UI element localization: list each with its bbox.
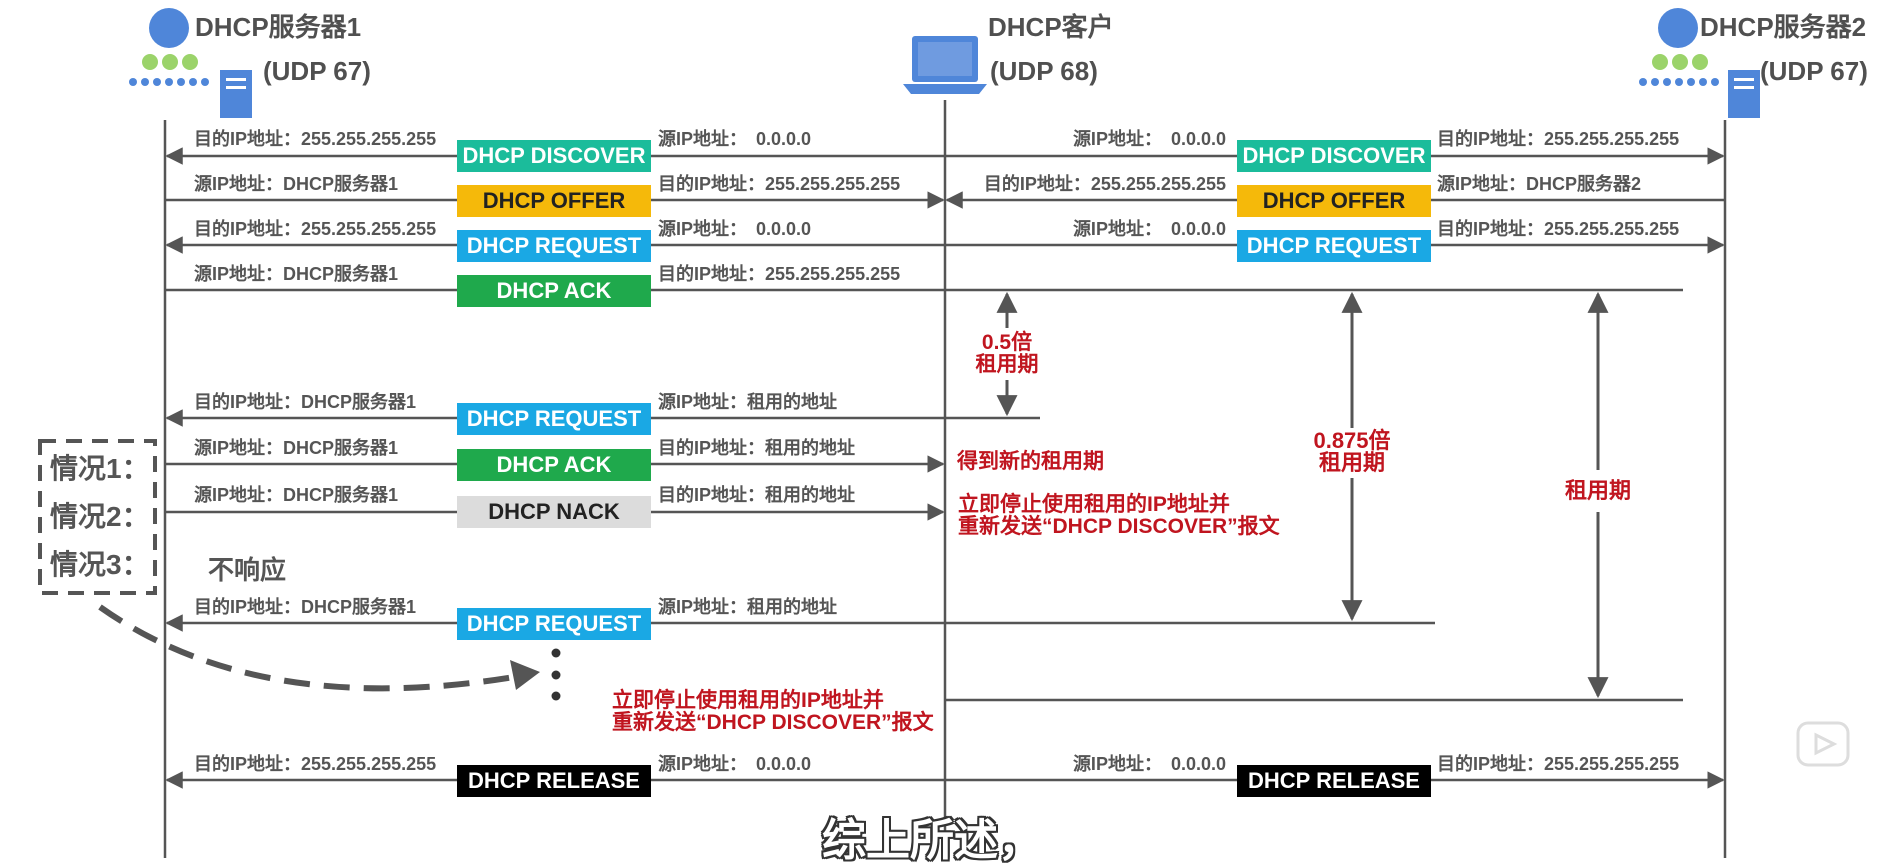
- half-lease-note-2: 租用期: [975, 353, 1039, 376]
- discover-box-right: DHCP DISCOVER: [1237, 140, 1431, 172]
- rebind-request-src: 源IP地址：租用的地址: [658, 597, 838, 617]
- release-box-right: DHCP RELEASE: [1237, 765, 1431, 797]
- dot-2: [551, 670, 561, 680]
- case1-ack-src: 源IP地址：DHCP服务器1: [194, 438, 399, 458]
- stop-note-lower-1: 立即停止使用租用的IP地址并: [612, 689, 884, 712]
- server1-name: DHCP服务器1: [195, 12, 362, 42]
- offer-right-src: 源IP地址：DHCP服务器2: [1437, 174, 1642, 194]
- case2-nack-box: DHCP NACK: [457, 496, 651, 528]
- server2-icon: [1639, 8, 1760, 118]
- case2-nack-src: 源IP地址：DHCP服务器1: [194, 485, 399, 505]
- ack-box: DHCP ACK: [457, 275, 651, 307]
- t875-note-2: 租用期: [1318, 450, 1385, 475]
- server2-port: (UDP 67): [1760, 56, 1868, 86]
- no-response-label: 不响应: [208, 555, 287, 585]
- case-2-label: 情况2：: [50, 501, 150, 532]
- video-logo-icon: [1796, 721, 1850, 767]
- case1-ack-dst: 目的IP地址：租用的地址: [658, 438, 856, 458]
- client-port: (UDP 68): [990, 56, 1098, 86]
- laptop-icon: [903, 36, 987, 94]
- request-left-dst: 目的IP地址：255.255.255.255: [194, 219, 437, 239]
- discover-left-dst: 目的IP地址：255.255.255.255: [194, 129, 437, 149]
- lease-note: 租用期: [1564, 478, 1631, 503]
- server2-name: DHCP服务器2: [1700, 12, 1867, 42]
- discover-right-dst: 目的IP地址：255.255.255.255: [1437, 129, 1680, 149]
- release-right-src: 源IP地址： 0.0.0.0: [1072, 754, 1226, 774]
- offer-right-dst: 目的IP地址：255.255.255.255: [983, 174, 1226, 194]
- discover-left-src: 源IP地址： 0.0.0.0: [658, 129, 812, 149]
- offer-box-left: DHCP OFFER: [457, 185, 651, 217]
- dot-1: [551, 648, 561, 658]
- release-left-dst: 目的IP地址：255.255.255.255: [194, 754, 437, 774]
- rebind-request-box: DHCP REQUEST: [457, 608, 651, 640]
- ack-src: 源IP地址：DHCP服务器1: [194, 264, 399, 284]
- video-subtitle: 综上所述，: [822, 816, 1042, 865]
- release-left-src: 源IP地址： 0.0.0.0: [658, 754, 812, 774]
- rebind-request-dst: 目的IP地址：DHCP服务器1: [194, 597, 417, 617]
- release-box-left: DHCP RELEASE: [457, 765, 651, 797]
- case-3-label: 情况3：: [50, 549, 150, 580]
- new-lease-note: 得到新的租用期: [957, 450, 1104, 473]
- discover-right-src: 源IP地址： 0.0.0.0: [1072, 129, 1226, 149]
- client-name: DHCP客户: [988, 12, 1114, 42]
- stop-note-1: 立即停止使用租用的IP地址并: [958, 493, 1230, 516]
- t875-note-1: 0.875倍: [1313, 428, 1391, 453]
- renew-request-box: DHCP REQUEST: [457, 403, 651, 435]
- request-right-src: 源IP地址： 0.0.0.0: [1072, 219, 1226, 239]
- renew-request-src: 源IP地址：租用的地址: [658, 392, 838, 412]
- stop-note-lower-2: 重新发送“DHCP DISCOVER”报文: [612, 711, 934, 734]
- stop-note-2: 重新发送“DHCP DISCOVER”报文: [958, 515, 1280, 538]
- ack-dst: 目的IP地址：255.255.255.255: [658, 264, 901, 284]
- server1-icon: [129, 8, 252, 118]
- dot-3: [551, 691, 561, 701]
- release-right-dst: 目的IP地址：255.255.255.255: [1437, 754, 1680, 774]
- request-left-src: 源IP地址： 0.0.0.0: [658, 219, 812, 239]
- server1-port: (UDP 67): [263, 56, 371, 86]
- request-box-left: DHCP REQUEST: [457, 230, 651, 262]
- case3-curve: [98, 604, 521, 692]
- offer-box-right: DHCP OFFER: [1237, 185, 1431, 217]
- offer-left-src: 源IP地址：DHCP服务器1: [194, 174, 399, 194]
- case-box: [38, 439, 157, 595]
- request-box-right: DHCP REQUEST: [1237, 230, 1431, 262]
- case1-ack-box: DHCP ACK: [457, 449, 651, 481]
- half-lease-note-1: 0.5倍: [981, 331, 1033, 354]
- discover-box-left: DHCP DISCOVER: [457, 140, 651, 172]
- request-right-dst: 目的IP地址：255.255.255.255: [1437, 219, 1680, 239]
- offer-left-dst: 目的IP地址：255.255.255.255: [658, 174, 901, 194]
- renew-request-dst: 目的IP地址：DHCP服务器1: [194, 392, 417, 412]
- case-1-label: 情况1：: [50, 453, 150, 484]
- case3-curve-head: [510, 660, 540, 690]
- case2-nack-dst: 目的IP地址：租用的地址: [658, 485, 856, 505]
